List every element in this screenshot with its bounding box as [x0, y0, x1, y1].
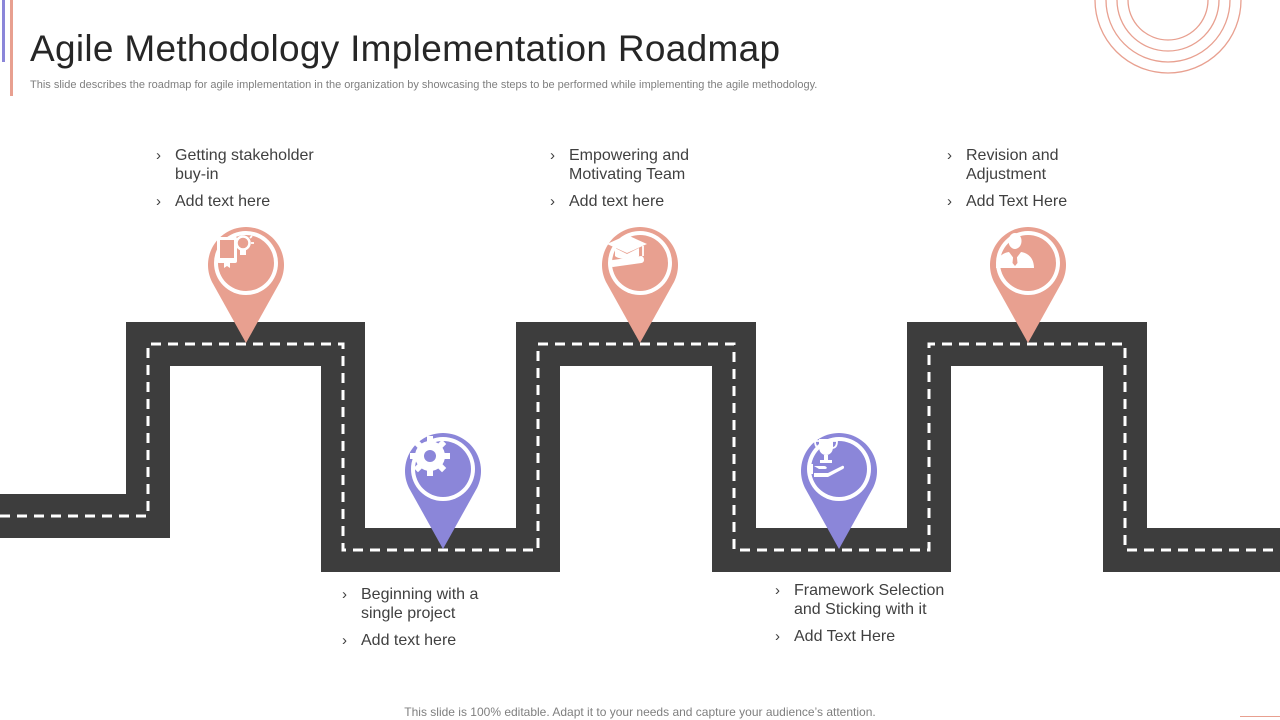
- slide-subtitle: This slide describes the roadmap for agi…: [30, 79, 818, 91]
- slide-title: Agile Methodology Implementation Roadmap: [30, 28, 781, 69]
- chevron-right-icon: ›: [775, 582, 780, 599]
- book-lightbulb-icon: [217, 232, 254, 268]
- step-4-detail: › Add Text Here: [775, 628, 896, 645]
- step-5-detail: › Add Text Here: [947, 193, 1068, 210]
- chevron-right-icon: ›: [342, 586, 347, 603]
- chevron-right-icon: ›: [947, 193, 952, 210]
- step-1-detail: › Add text here: [156, 193, 271, 210]
- milestone-pin-5: [987, 222, 1069, 348]
- gear-icon: [410, 436, 450, 476]
- step-3-detail: › Add text here: [550, 193, 665, 210]
- slide-footer: This slide is 100% editable. Adapt it to…: [404, 705, 876, 719]
- chevron-right-icon: ›: [947, 147, 952, 164]
- businessman-icon: [996, 233, 1034, 268]
- chevron-right-icon: ›: [342, 632, 347, 649]
- accent-bar-purple: [2, 0, 5, 62]
- milestone-pin-3: [599, 222, 681, 348]
- chevron-right-icon: ›: [550, 193, 555, 210]
- graduation-cap-icon: [607, 235, 647, 267]
- chevron-right-icon: ›: [550, 147, 555, 164]
- milestone-pin-1: [205, 222, 287, 348]
- chevron-right-icon: ›: [156, 147, 161, 164]
- trophy-hand-icon: [808, 439, 845, 477]
- milestone-pin-4: [798, 428, 880, 554]
- step-2-detail: › Add text here: [342, 632, 457, 649]
- milestone-pin-2: [402, 428, 484, 554]
- accent-bar-pink: [10, 0, 13, 96]
- chevron-right-icon: ›: [156, 193, 161, 210]
- footer-accent-line: [1240, 716, 1280, 717]
- chevron-right-icon: ›: [775, 628, 780, 645]
- decorative-circles: [1094, 0, 1242, 74]
